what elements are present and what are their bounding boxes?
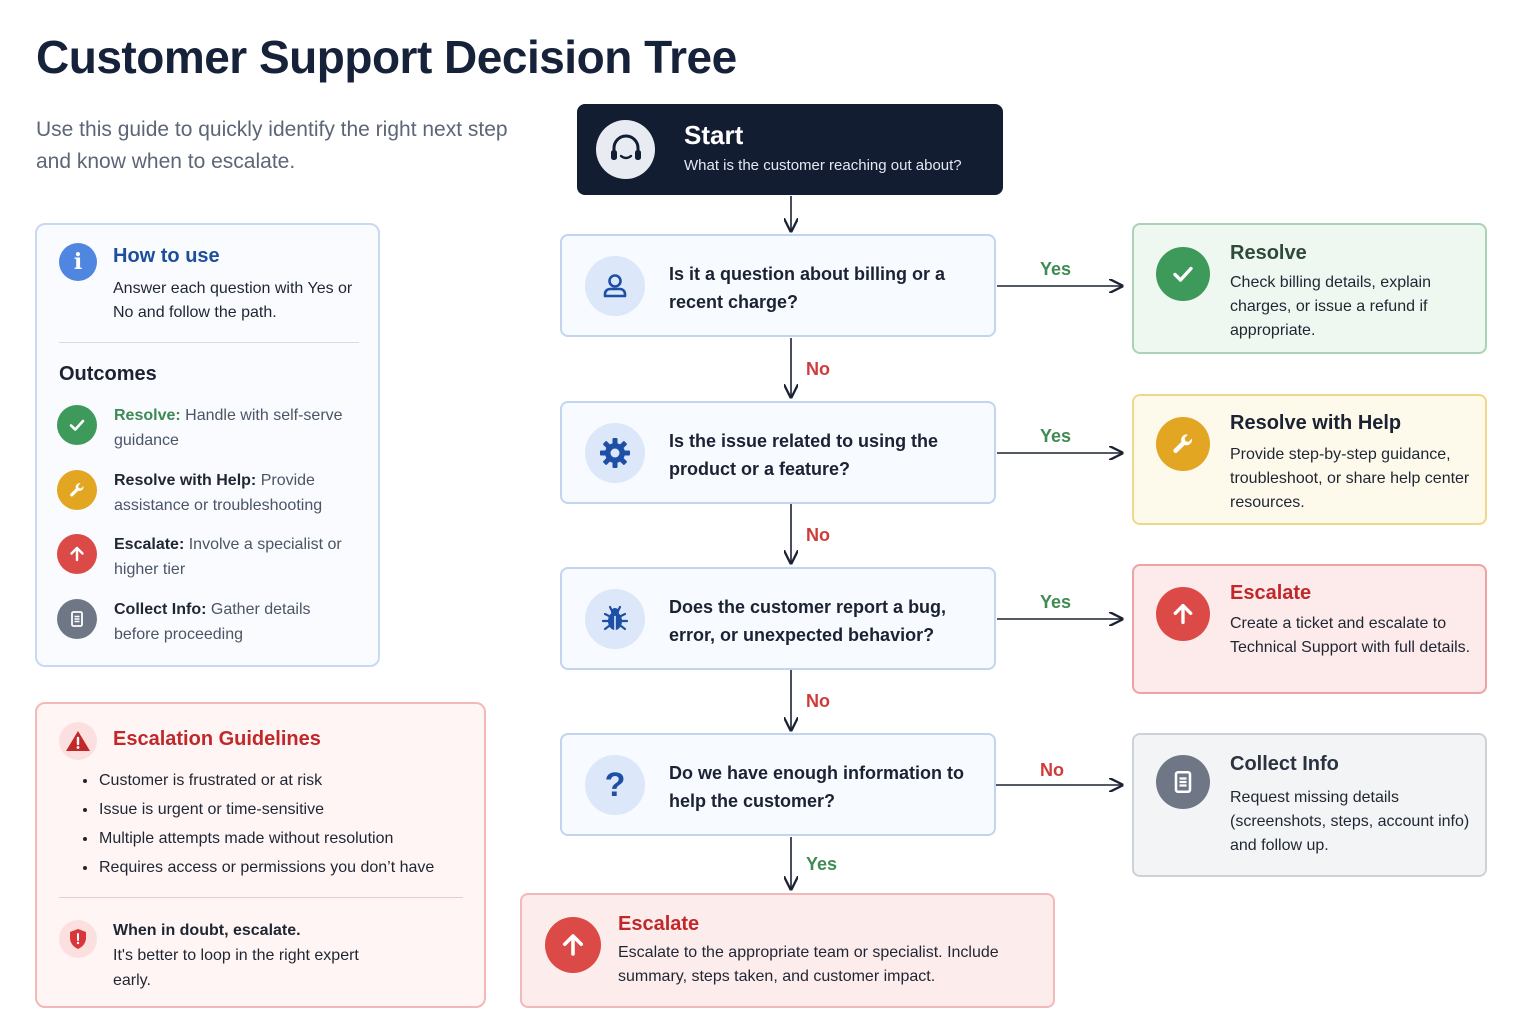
outcome-resolve-with-help: Resolve with Help: Provide assistance or… [57, 470, 357, 520]
check-icon [1156, 247, 1210, 301]
question-enough-info: ? Do we have enough information to help … [560, 733, 996, 836]
result-title: Collect Info [1230, 753, 1339, 775]
info-icon: i [59, 243, 97, 281]
page-subtitle: Use this guide to quickly identify the r… [36, 118, 508, 173]
arrow-up-icon [545, 917, 601, 973]
result-text: Provide step-by-step guidance, troublesh… [1230, 446, 1470, 511]
wrench-icon [57, 470, 97, 510]
outcome-desc: Involve a specialist or higher tier [114, 536, 342, 578]
page-title: Customer Support Decision Tree [36, 31, 737, 83]
divider [59, 897, 463, 898]
question-text: Is it a question about billing or a rece… [669, 264, 946, 312]
how-to-use-card: i How to use Answer each question with Y… [35, 223, 380, 667]
label-no-q3: No [806, 691, 830, 711]
shield-icon [59, 920, 97, 958]
outcome-collect-info: Collect Info: Gather details before proc… [57, 599, 357, 649]
check-icon [57, 405, 97, 445]
escalation-guidelines-title: Escalation Guidelines [113, 728, 321, 750]
outcomes-title: Outcomes [59, 363, 157, 385]
label-yes-q2: Yes [1040, 426, 1072, 446]
outcome-label: Resolve with Help: [114, 472, 257, 489]
label-yes-q4: Yes [806, 854, 838, 874]
arrow-up-icon [1156, 587, 1210, 641]
question-text: Is the issue related to using the produc… [669, 431, 939, 479]
outcome-desc: Provide assistance or troubleshooting [114, 472, 323, 514]
start-subtitle: What is the customer reaching out about? [684, 157, 962, 174]
question-bug: Does the customer report a bug, error, o… [560, 567, 996, 670]
outcome-resolve: Resolve: Handle with self-serve guidance [57, 405, 357, 455]
wrench-icon [1156, 417, 1210, 471]
start-node: Start What is the customer reaching out … [577, 104, 1003, 195]
outcome-desc: Handle with self-serve guidance [114, 407, 343, 449]
user-icon [585, 256, 645, 316]
gear-icon [585, 423, 645, 483]
question-icon: ? [585, 755, 645, 815]
question-billing: Is it a question about billing or a rece… [560, 234, 996, 337]
result-title: Escalate [1230, 582, 1312, 604]
outcome-label: Collect Info: [114, 601, 207, 618]
final-escalate-card: Escalate Escalate to the appropriate tea… [520, 893, 1055, 1008]
list-item: Multiple attempts made without resolutio… [83, 824, 473, 853]
question-text: Does the customer report a bug, error, o… [669, 597, 947, 645]
final-escalate-title: Escalate [618, 913, 700, 935]
final-escalate-text: Escalate to the appropriate team or spec… [618, 944, 999, 985]
question-text: Do we have enough information to help th… [669, 763, 965, 811]
result-collect-info: Collect Info Request missing details (sc… [1132, 733, 1487, 877]
how-to-use-text: Answer each question with Yes or No and … [113, 280, 353, 321]
result-text: Request missing details (screenshots, st… [1230, 789, 1470, 854]
label-yes-q1: Yes [1040, 259, 1072, 279]
label-no-q4: No [1040, 760, 1064, 780]
outcome-label: Resolve: [114, 407, 181, 424]
outcome-desc: Gather details before proceeding [114, 601, 311, 643]
label-no-q1: No [806, 359, 830, 379]
result-resolve: Resolve Check billing details, explain c… [1132, 223, 1487, 354]
how-to-use-title: How to use [113, 245, 220, 267]
list-item: Issue is urgent or time-sensitive [83, 795, 473, 824]
list-item: Requires access or permissions you don’t… [83, 853, 473, 882]
label-yes-q3: Yes [1040, 592, 1072, 612]
result-title: Resolve [1230, 242, 1307, 264]
arrow-up-icon [57, 534, 97, 574]
result-resolve-with-help: Resolve with Help Provide step-by-step g… [1132, 394, 1487, 525]
start-title: Start [684, 120, 744, 150]
label-no-q2: No [806, 525, 830, 545]
guidelines-list: Customer is frustrated or at risk Issue … [83, 766, 473, 882]
divider [59, 342, 359, 343]
outcome-label: Escalate: [114, 536, 185, 553]
question-product-feature: Is the issue related to using the produc… [560, 401, 996, 504]
warning-icon [59, 722, 97, 760]
result-text: Create a ticket and escalate to Technica… [1230, 615, 1471, 656]
document-icon [57, 599, 97, 639]
doubt-text: It's better to loop in the right expert … [113, 947, 359, 989]
document-icon [1156, 755, 1210, 809]
outcome-escalate: Escalate: Involve a specialist or higher… [57, 534, 357, 584]
result-text: Check billing details, explain charges, … [1230, 274, 1431, 339]
result-title: Resolve with Help [1230, 412, 1402, 434]
result-escalate: Escalate Create a ticket and escalate to… [1132, 564, 1487, 694]
doubt-title: When in doubt, escalate. [113, 922, 301, 939]
headset-icon [596, 120, 655, 179]
escalation-guidelines-card: Escalation Guidelines Customer is frustr… [35, 702, 486, 1008]
bug-icon [585, 589, 645, 649]
list-item: Customer is frustrated or at risk [83, 766, 473, 795]
